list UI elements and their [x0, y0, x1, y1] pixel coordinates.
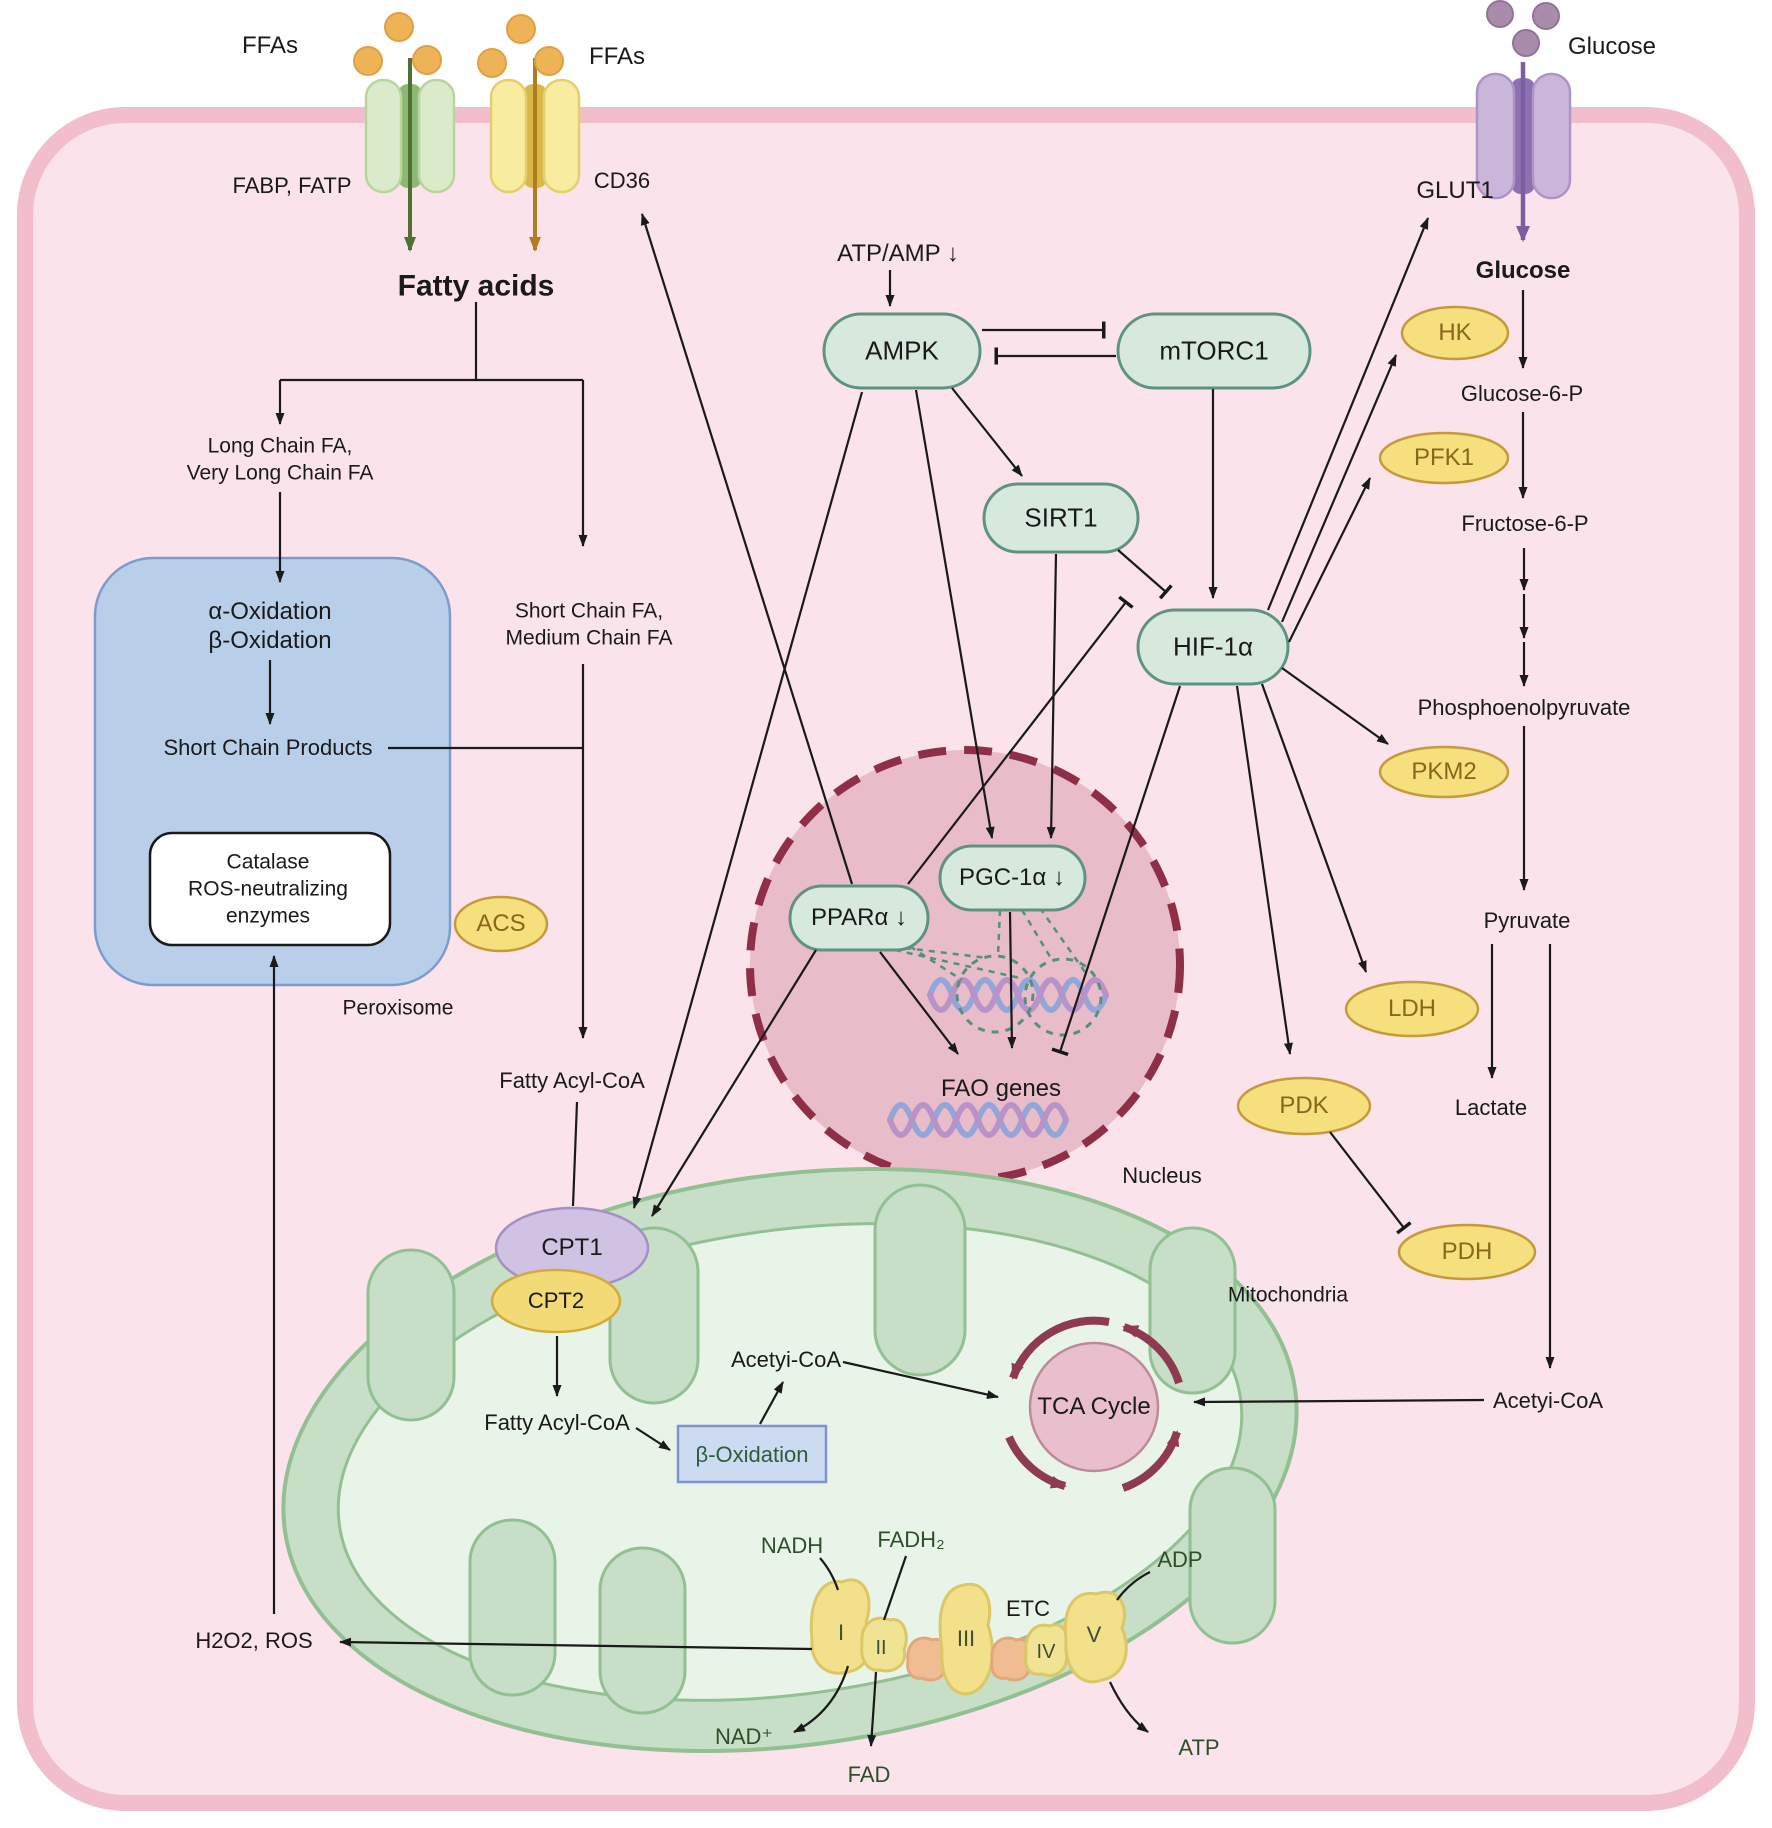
mtorc1-node [1116, 312, 1312, 390]
cpt2-node [490, 1268, 622, 1334]
glucose-in-label: Glucose [1475, 256, 1571, 284]
enzyme-ellipses [453, 305, 1537, 1281]
etc-complexes [809, 1578, 1128, 1696]
hif1a-node [1136, 608, 1290, 686]
ampk-node [822, 312, 982, 390]
glucose-6-p-label: Glucose-6-P [1460, 380, 1584, 406]
short-chain-products-label: Short Chain Products [163, 734, 373, 760]
sirt1-label: SIRT1 [1024, 502, 1098, 533]
acetyl-coa-mito-label: Acetyi-CoA [730, 1346, 842, 1372]
etc-label: ETC [1006, 1595, 1050, 1621]
pfk1-label: PFK1 [1413, 443, 1475, 471]
peroxisome-label: Peroxisome [342, 996, 454, 1020]
fatty-acyl-coa-mito-label: Fatty Acyl-CoA [484, 1409, 630, 1435]
fructose-6-p-label: Fructose-6-P [1461, 510, 1589, 536]
pdh-node [1397, 1223, 1537, 1281]
alpha-oxidation-label: α-Oxidation [208, 597, 332, 625]
pkm2-node [1378, 745, 1510, 799]
signaling-nodes [788, 312, 1312, 952]
complex-3-label: III [956, 1625, 976, 1651]
sirt1-node [982, 482, 1140, 554]
hk-label: HK [1438, 318, 1472, 346]
cd36-label: CD36 [593, 167, 651, 193]
glucose-molecules-icon [1486, 0, 1560, 57]
catalase-label-2: ROS-neutralizing [188, 877, 348, 901]
transcription-dashed-links [894, 907, 1087, 982]
complex-1-label: I [837, 1619, 845, 1645]
transcription-site-circles [955, 954, 1103, 1037]
fad-label: FAD [847, 1761, 891, 1787]
ldh-node [1344, 980, 1480, 1038]
cd36-channel-icon [489, 58, 581, 252]
nadh-label: NADH [760, 1532, 824, 1558]
fabp-fatp-label: FABP, FATP [232, 172, 352, 198]
cpt2-label: CPT2 [527, 1287, 585, 1313]
mtorc1-label: mTORC1 [1159, 335, 1269, 366]
ffas-right-label: FFAs [588, 42, 646, 70]
ldh-label: LDH [1387, 994, 1437, 1022]
connectors [265, 213, 1555, 1747]
pfk1-node [1378, 431, 1510, 485]
catalase-label-1: Catalase [226, 850, 310, 874]
nucleus-label: Nucleus [1122, 1162, 1202, 1188]
tca-cycle-label: TCA Cycle [1037, 1392, 1151, 1420]
hk-node [1400, 305, 1510, 361]
catalase-label-3: enzymes [225, 904, 311, 928]
fabp-fatp-channel-icon [364, 58, 456, 252]
hif1a-label: HIF-1α [1172, 631, 1254, 662]
ffa-molecules-icon [353, 12, 564, 78]
acs-label: ACS [476, 909, 526, 937]
cpt1-label: CPT1 [541, 1233, 603, 1261]
pep-label: Phosphoenolpyruvate [1417, 694, 1631, 720]
glucose-top-label: Glucose [1567, 32, 1657, 60]
tca-cycle-circle [1028, 1341, 1160, 1473]
acs-node [453, 895, 549, 953]
catalase-box [148, 831, 392, 947]
glut1-label: GLUT1 [1416, 176, 1494, 204]
ampk-label: AMPK [865, 335, 939, 366]
pgc1a-label: PGC-1α ↓ [959, 863, 1065, 891]
pyruvate-label: Pyruvate [1483, 907, 1571, 933]
fao-genes-label: FAO genes [940, 1074, 1062, 1102]
nad-plus-label: NAD⁺ [714, 1723, 774, 1749]
atp-label: ATP [1178, 1734, 1220, 1760]
fadh2-label: FADH₂ [877, 1526, 945, 1552]
long-chain-label-2: Very Long Chain FA [186, 461, 374, 485]
pgc1a-node [938, 844, 1087, 912]
mitochondria-label: Mitochondria [1227, 1283, 1349, 1307]
ppara-node [788, 884, 930, 952]
beta-oxidation-perox-label: β-Oxidation [208, 626, 332, 654]
short-chain-label-2: Medium Chain FA [505, 626, 673, 650]
fatty-acids-label: Fatty acids [397, 269, 555, 303]
complex-2-label: II [875, 1637, 887, 1659]
acetyl-coa-right-label: Acetyi-CoA [1492, 1387, 1604, 1413]
short-chain-label-1: Short Chain FA, [514, 599, 664, 623]
lactate-label: Lactate [1454, 1094, 1528, 1120]
complex-5-label: V [1086, 1621, 1102, 1647]
ffas-left-label: FFAs [241, 31, 299, 59]
glut1-channel-icon [1475, 62, 1572, 242]
pdk-label: PDK [1279, 1091, 1329, 1119]
h2o2-ros-label: H2O2, ROS [195, 1627, 313, 1653]
complex-4-label: IV [1036, 1641, 1056, 1663]
adp-label: ADP [1157, 1546, 1203, 1572]
atp-amp-label: ATP/AMP ↓ [837, 239, 959, 267]
pdk-node [1236, 1076, 1372, 1136]
pdh-label: PDH [1441, 1237, 1493, 1265]
long-chain-label-1: Long Chain FA, [207, 434, 353, 458]
nucleus-body [746, 746, 1184, 1184]
ppara-label: PPARα ↓ [810, 903, 908, 931]
tca-cycle-arrows [1005, 1316, 1183, 1492]
fatty-acyl-coa-cyt-label: Fatty Acyl-CoA [499, 1067, 645, 1093]
beta-oxidation-box [676, 1424, 828, 1484]
beta-oxidation-box-label: β-Oxidation [695, 1441, 809, 1467]
pkm2-label: PKM2 [1411, 757, 1477, 785]
